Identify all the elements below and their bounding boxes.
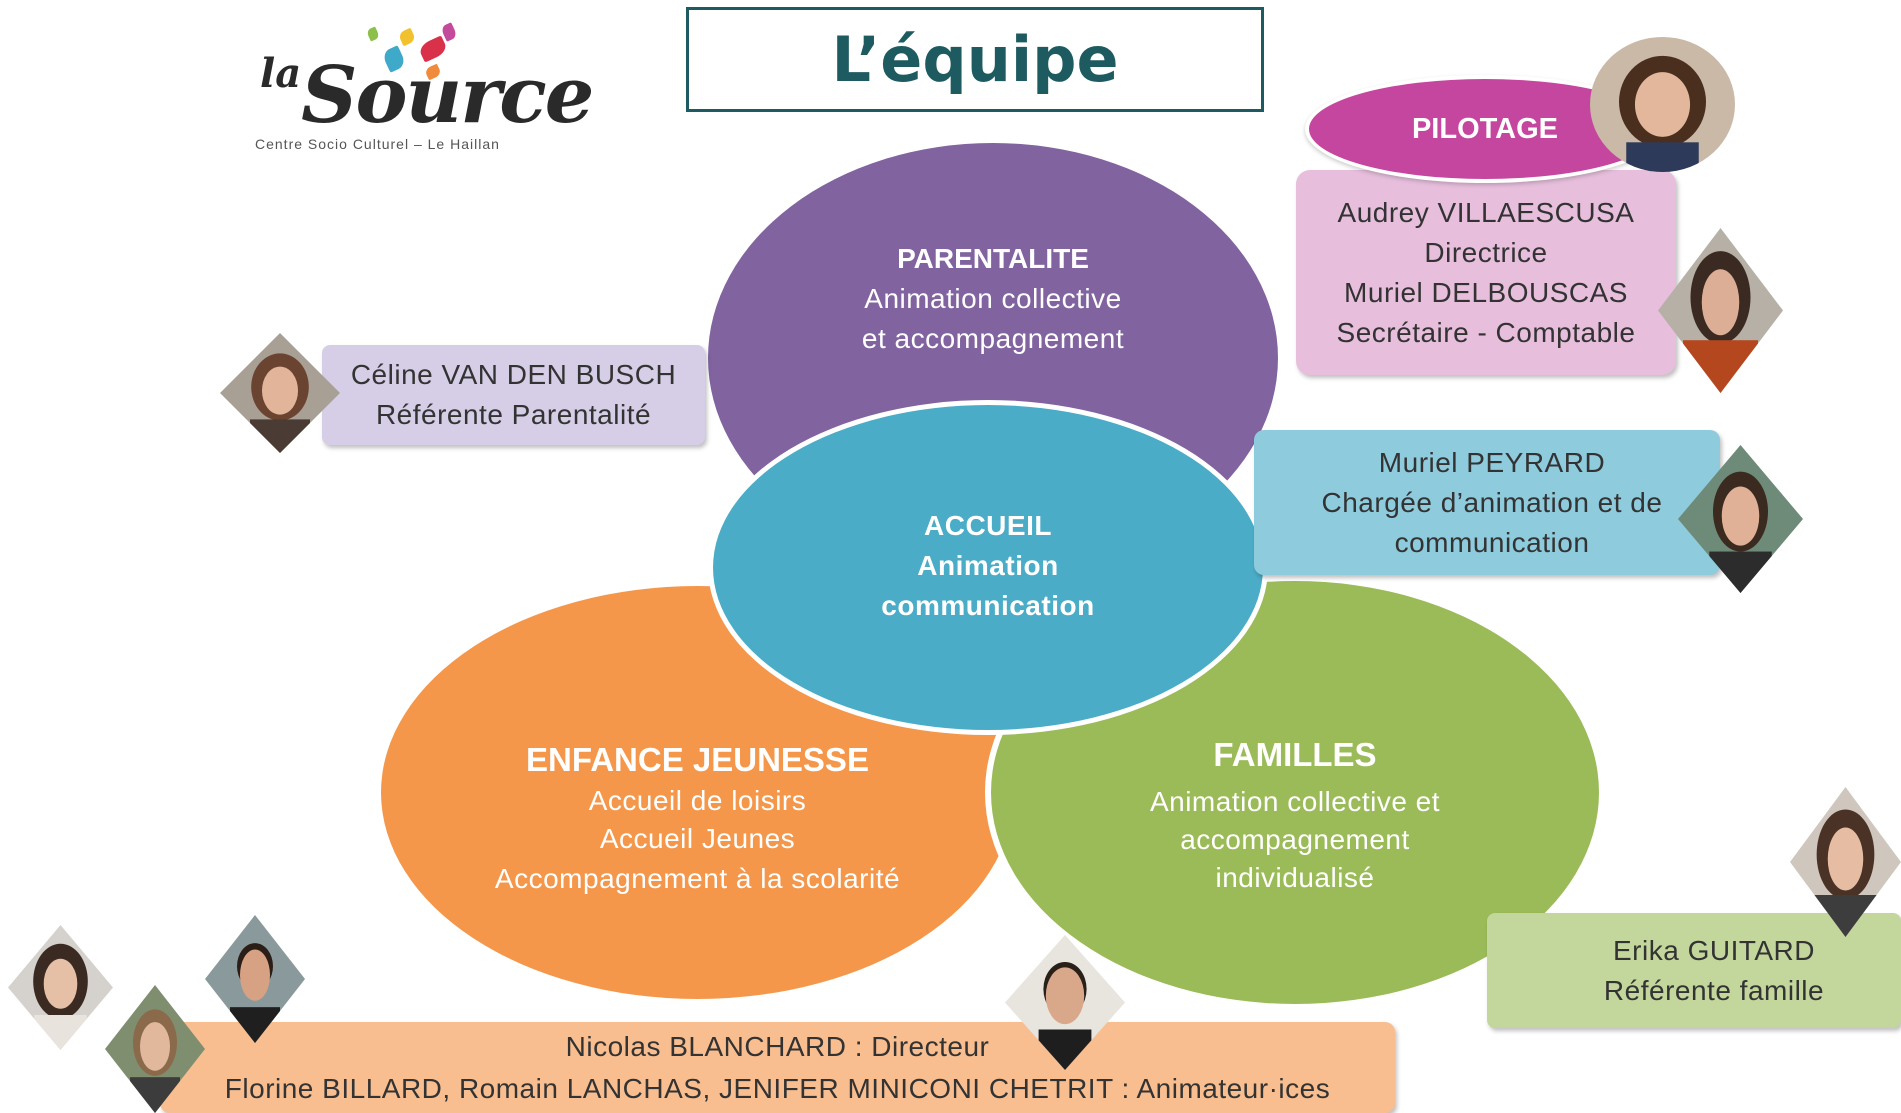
- enfance-heading: ENFANCE JEUNESSE: [526, 741, 869, 778]
- logo-splash-green: [365, 26, 381, 42]
- familles-line: individualisé: [1215, 862, 1375, 893]
- person-name: Céline VAN DEN BUSCH: [350, 359, 677, 390]
- enfance-team-box: Nicolas BLANCHARD : Directeur Florine BI…: [160, 1022, 1395, 1113]
- person-names: Florine BILLARD, Romain LANCHAS, JENIFER…: [224, 1072, 1331, 1104]
- logo-splash-yellow: [397, 27, 417, 47]
- person-role: Référente famille: [1603, 974, 1825, 1006]
- pilotage-label: PILOTAGE: [1411, 112, 1559, 145]
- parentalite-line: Animation collective: [864, 283, 1122, 314]
- logo-source: Source: [301, 50, 594, 141]
- celine-box: Céline VAN DEN BUSCH Référente Parentali…: [322, 345, 705, 445]
- logo-subtitle: Centre Socio Culturel – Le Haillan: [255, 136, 500, 152]
- person-role: Référente Parentalité: [375, 399, 652, 430]
- enfance-line: Accueil Jeunes: [599, 823, 796, 854]
- erika-box: Erika GUITARD Référente famille: [1487, 913, 1901, 1028]
- pilotage-team-box: Audrey VILLAESCUSA Directrice Muriel DEL…: [1296, 170, 1676, 375]
- accueil-line: communication: [881, 590, 1095, 621]
- person-name: Muriel DELBOUSCAS: [1344, 276, 1628, 308]
- portrait-florine-photo: [8, 925, 113, 1050]
- person-role: communication: [1394, 526, 1590, 558]
- person-role: Chargée d’animation et de: [1321, 486, 1663, 518]
- accueil-circle: ACCUEIL Animation communication: [708, 400, 1268, 735]
- person-role: Directrice: [1424, 236, 1548, 268]
- person-name: Nicolas BLANCHARD : Directeur: [565, 1030, 990, 1062]
- logo-wordmark: laSource: [260, 50, 594, 141]
- portrait-muriel-d-photo: [1658, 228, 1783, 393]
- title-box: L’équipe: [686, 7, 1264, 112]
- la-source-logo: laSource Centre Socio Culturel – Le Hail…: [250, 10, 594, 160]
- person-name: Muriel PEYRARD: [1378, 446, 1606, 478]
- parentalite-line: et accompagnement: [861, 323, 1125, 354]
- enfance-line: Accompagnement à la scolarité: [494, 863, 901, 894]
- person-role: Secrétaire - Comptable: [1336, 316, 1636, 348]
- logo-la: la: [260, 50, 302, 97]
- enfance-jeunesse-circle: ENFANCE JEUNESSE Accueil de loisirs Accu…: [375, 580, 1020, 1005]
- page-title: L’équipe: [831, 23, 1119, 96]
- familles-heading: FAMILLES: [1213, 736, 1377, 773]
- accueil-heading: ACCUEIL: [924, 510, 1052, 541]
- person-name: Audrey VILLAESCUSA: [1337, 196, 1635, 228]
- muriel-peyrard-box: Muriel PEYRARD Chargée d’animation et de…: [1254, 430, 1720, 575]
- parentalite-heading: PARENTALITE: [897, 243, 1089, 274]
- person-name: Erika GUITARD: [1613, 934, 1815, 966]
- accueil-line: Animation: [917, 550, 1059, 581]
- enfance-line: Accueil de loisirs: [588, 785, 807, 816]
- familles-line: accompagnement: [1180, 824, 1410, 855]
- portrait-audrey-photo: [1590, 37, 1735, 172]
- familles-line: Animation collective et: [1149, 786, 1441, 817]
